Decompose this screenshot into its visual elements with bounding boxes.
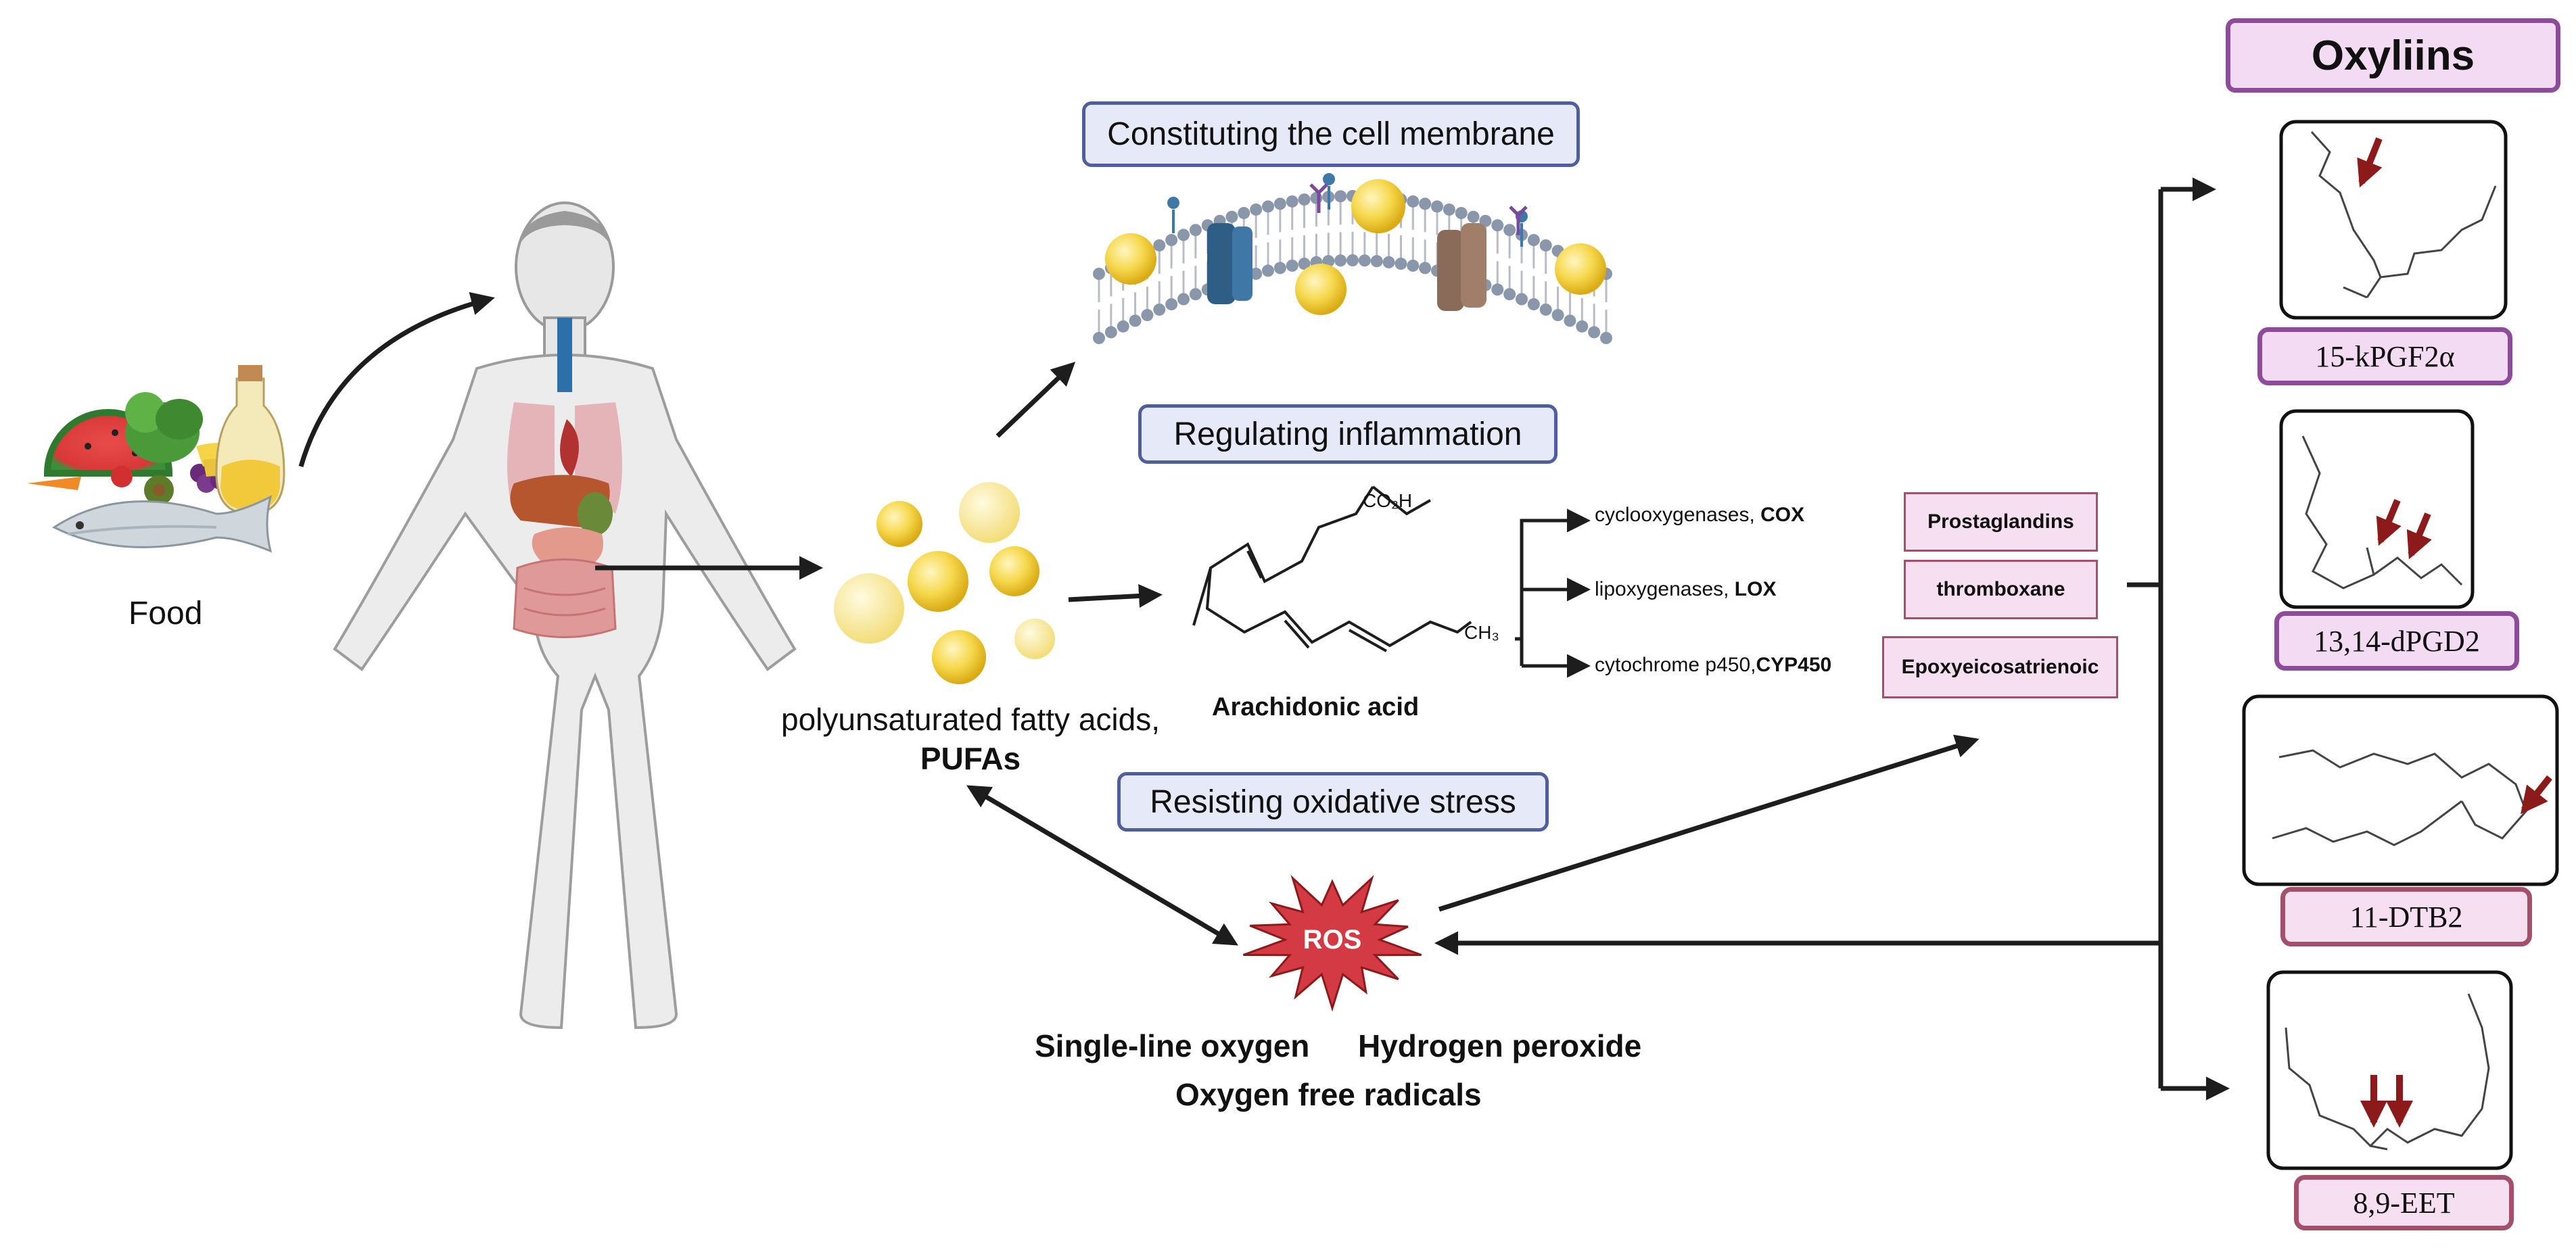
enzyme-lox: lipoxygenases, LOX	[1595, 578, 1776, 601]
arrow-pufas-to-arachidonic	[1068, 584, 1163, 608]
oxylipin-label-1314dpgd2: 13,14-dPGD2	[2274, 611, 2519, 671]
arrow-pufas-to-membrane	[996, 362, 1076, 438]
arachidonic-acid-structure	[1192, 485, 1472, 652]
product-box-epoxyeicosatrienoic: Epoxyeicosatrienoic	[1882, 636, 2118, 698]
pufa-label: polyunsaturated fatty acids, PUFAs	[737, 700, 1204, 778]
oxylipin-structure-11dtb2	[2242, 694, 2559, 886]
pufa-label-line1: polyunsaturated fatty acids,	[781, 702, 1160, 737]
arrow-food-to-body	[298, 292, 495, 467]
arrow-pufas-ros-bidirectional	[966, 785, 1239, 946]
pufa-droplets	[834, 482, 1055, 684]
enzyme-cox-prefix: cyclooxygenases,	[1595, 504, 1761, 526]
product-box-thromboxane: thromboxane	[1904, 560, 2098, 619]
function-box-membrane: Constituting the cell membrane	[1082, 101, 1580, 167]
enzyme-cyp450-prefix: cytochrome p450,	[1595, 654, 1756, 676]
human-body-illustration	[333, 201, 797, 1030]
oxylipin-label-15kpgf2a: 15-kPGF2α	[2257, 327, 2512, 385]
enzyme-lox-prefix: lipoxygenases,	[1595, 578, 1735, 600]
arachidonic-acid-label: Arachidonic acid	[1212, 693, 1420, 721]
food-illustration	[27, 365, 285, 553]
enzyme-lox-abbr: LOX	[1734, 578, 1777, 600]
function-box-inflammation: Regulating inflammation	[1138, 404, 1558, 464]
oxylipin-label-89eet: 8,9-EET	[2294, 1175, 2514, 1230]
oxylipin-structure-15kpgf2a	[2279, 120, 2508, 320]
oxylipin-distribution-bracket	[1434, 177, 2230, 1101]
arrow-ros-to-products	[1438, 734, 1980, 912]
oxylipins-title: Oxyliins	[2226, 18, 2560, 93]
ros-species-singlet-oxygen: Single-line oxygen	[1035, 1028, 1310, 1063]
ros-label: ROS	[1303, 924, 1362, 955]
enzyme-cox: cyclooxygenases, COX	[1595, 504, 1804, 527]
enzyme-cox-abbr: COX	[1760, 504, 1805, 526]
oxylipin-structure-89eet	[2266, 970, 2513, 1170]
enzyme-branch-bracket	[1515, 508, 1591, 678]
enzyme-cyp450: cytochrome p450,CYP450	[1595, 654, 1831, 677]
cell-membrane-illustration	[1093, 173, 1612, 344]
oxylipin-label-11dtb2: 11-DTB2	[2280, 887, 2532, 946]
oxylipin-structure-1314dpgd2	[2279, 409, 2475, 609]
enzyme-cyp450-abbr: CYP450	[1756, 654, 1832, 676]
arachidonic-co2h: CO₂H	[1363, 490, 1413, 511]
ros-species-hydrogen-peroxide: Hydrogen peroxide	[1358, 1028, 1642, 1063]
pufa-label-line2: PUFAs	[920, 741, 1021, 776]
product-box-prostaglandins: Prostaglandins	[1904, 492, 2098, 552]
ros-species-free-radicals: Oxygen free radicals	[1175, 1077, 1482, 1112]
ros-starburst	[1242, 874, 1422, 1012]
arachidonic-ch3: CH₃	[1464, 622, 1499, 643]
function-box-oxidative: Resisting oxidative stress	[1117, 772, 1549, 832]
food-label: Food	[128, 596, 203, 631]
